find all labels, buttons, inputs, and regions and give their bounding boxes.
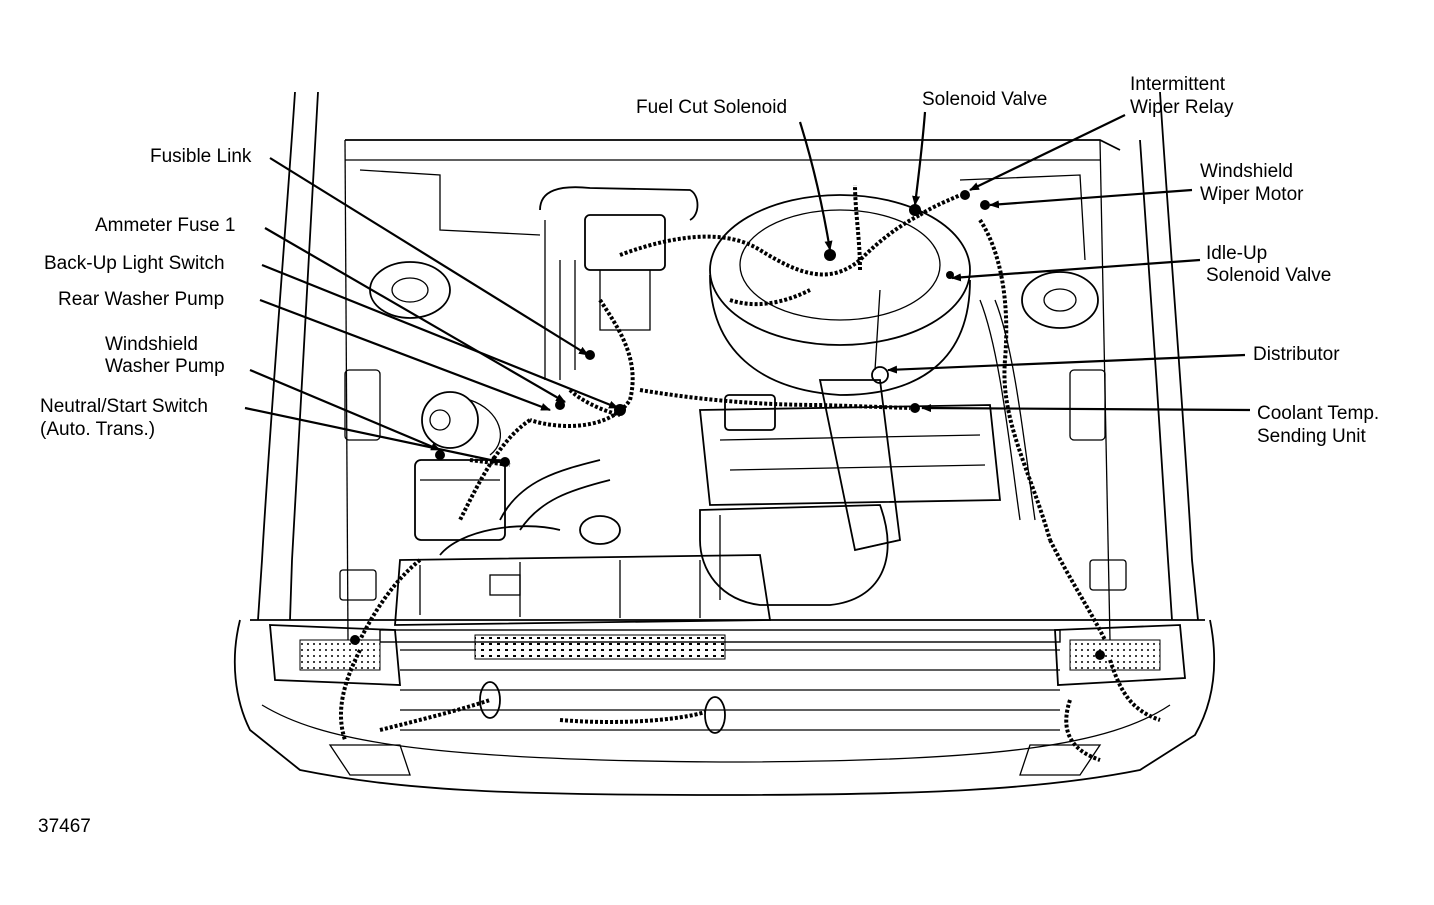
- figure-number: 37467: [38, 816, 91, 837]
- label-wiper-motor-line1: Windshield: [1200, 161, 1293, 182]
- leader-wiper-motor: [989, 188, 1193, 209]
- label-backup-light-switch: Back-Up Light Switch: [44, 253, 225, 274]
- label-wiper-motor-line2: Wiper Motor: [1200, 184, 1304, 205]
- leader-lines: [244, 111, 1251, 465]
- label-idle-up-line2: Solenoid Valve: [1206, 265, 1331, 286]
- engine-block: [499, 186, 1036, 606]
- wiring-harness: [338, 184, 1161, 762]
- label-fusible-link: Fusible Link: [150, 146, 252, 167]
- label-coolant-temp-line2: Sending Unit: [1257, 426, 1367, 447]
- leader-ammeter-fuse: [264, 227, 566, 403]
- leader-backup-light-switch: [261, 263, 619, 410]
- label-intermittent-wiper-relay-line1: Intermittent: [1130, 74, 1226, 95]
- label-windshield-washer-pump-line2: Washer Pump: [105, 356, 225, 377]
- leader-rear-washer-pump: [259, 298, 551, 412]
- label-windshield-washer-pump-line1: Windshield: [105, 334, 198, 355]
- label-distributor: Distributor: [1253, 344, 1340, 365]
- label-neutral-start-switch-line2: (Auto. Trans.): [40, 419, 155, 440]
- leader-windshield-washer-pump: [249, 368, 441, 452]
- label-ammeter-fuse: Ammeter Fuse 1: [95, 215, 235, 236]
- leader-idle-up-solenoid: [951, 258, 1201, 282]
- label-intermittent-wiper-relay-line2: Wiper Relay: [1130, 97, 1234, 118]
- leader-distributor: [887, 353, 1246, 374]
- leader-intermittent-wiper-relay: [969, 114, 1126, 191]
- leader-solenoid-valve: [912, 111, 927, 206]
- radiator: [394, 515, 772, 626]
- label-idle-up-line1: Idle-Up: [1206, 243, 1267, 264]
- leader-fuel-cut-solenoid: [798, 121, 833, 251]
- leader-coolant-temp: [921, 404, 1251, 413]
- label-neutral-start-switch-line1: Neutral/Start Switch: [40, 396, 208, 417]
- leader-fusible-link: [269, 157, 589, 356]
- callout-labels: Fusible Link Ammeter Fuse 1 Back-Up Ligh…: [38, 74, 1379, 837]
- label-coolant-temp-line1: Coolant Temp.: [1257, 403, 1379, 424]
- vehicle-body: [233, 91, 1216, 796]
- battery-area: [414, 391, 506, 541]
- label-solenoid-valve: Solenoid Valve: [922, 89, 1047, 110]
- label-fuel-cut-solenoid: Fuel Cut Solenoid: [636, 97, 787, 118]
- leader-neutral-start-switch: [244, 406, 501, 465]
- label-rear-washer-pump: Rear Washer Pump: [58, 289, 224, 310]
